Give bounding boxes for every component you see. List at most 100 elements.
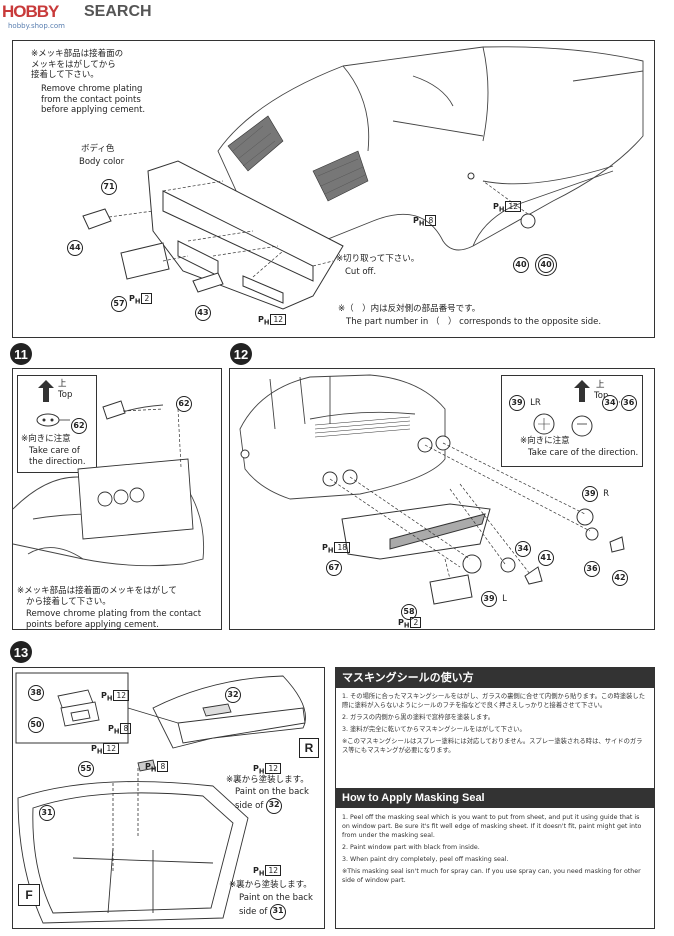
instruction-item: 2. Paint window part with black from ins…	[342, 844, 480, 851]
part-number: 58	[401, 603, 417, 620]
part-number: 31	[39, 804, 55, 821]
part-57-label: 57	[111, 291, 127, 312]
part-31-label: 31	[39, 800, 55, 821]
side-label: R	[603, 489, 609, 499]
masking-instructions-jp: 1. その場所に合ったマスキングシールをはがし、ガラスの裏側に合せて内側から貼り…	[342, 692, 648, 758]
direction-note-jp: ※向きに注意	[21, 434, 71, 444]
part-34-36-label: 34·36	[602, 390, 637, 411]
part-number: 36	[584, 560, 600, 577]
chrome-note-jp: ※メッキ部品は接着面のメッキをはがして から接着して下さい。	[17, 586, 177, 607]
top-jp: 上	[596, 380, 605, 390]
chrome-note-jp: ※メッキ部品は接着面の メッキをはがしてから 接着して下さい。	[31, 49, 123, 81]
ph-number: 12	[270, 314, 286, 325]
part-number: 57	[111, 295, 127, 312]
ph-number: 8	[120, 723, 132, 734]
part-62-label: 62	[176, 391, 192, 412]
front-bumper-drawing	[82, 46, 644, 310]
part-number: 71	[101, 178, 117, 195]
masking-title-en: How to Apply Masking Seal	[336, 788, 654, 808]
step-13-number: 13	[10, 641, 32, 663]
front-side-marker: F	[18, 884, 40, 906]
step-11-number: 11	[10, 343, 32, 365]
part-number: 62	[71, 417, 87, 434]
ph-number: 12	[113, 690, 129, 701]
part-40-label: 40 40	[513, 252, 555, 273]
part-58-label: 58	[401, 599, 417, 620]
instruction-item: ※This masking seal isn't much for spray …	[342, 868, 641, 884]
part-number: 34	[602, 394, 618, 411]
ph-number: 12	[265, 865, 281, 876]
part-number: 39	[509, 394, 525, 411]
masking-seal-panel: マスキングシールの使い方 1. その場所に合ったマスキングシールをはがし、ガラス…	[335, 667, 655, 929]
rear-side-marker: R	[299, 738, 319, 758]
chrome-note-jp-line: 接着して下さい。	[31, 70, 99, 80]
part-39-lr-label: 39 LR	[509, 390, 541, 411]
chrome-note-en-line: from the contact points	[41, 94, 141, 105]
line: points before applying cement.	[26, 619, 159, 630]
part-50-label: 50	[28, 712, 44, 733]
part-34-label: 34	[515, 536, 531, 557]
instruction-item: 1. その場所に合ったマスキングシールをはがし、ガラスの裏側に合せて内側から貼り…	[342, 693, 646, 709]
part-44-label: 44	[67, 235, 83, 256]
part-39-l-label: 39 L	[481, 586, 507, 607]
part-number: 39	[481, 590, 497, 607]
instruction-item: 1. Peel off the masking seal which is yo…	[342, 814, 642, 839]
cut-off-note-en: Cut off.	[345, 267, 377, 277]
part-number: 40	[513, 256, 529, 273]
line: the direction.	[29, 456, 86, 467]
site-logo: HOBBY SEARCH hobby.shop.com	[0, 0, 160, 30]
rear-end-drawing	[239, 374, 625, 605]
part-41-label: 41	[538, 545, 554, 566]
line: Paint on the back	[235, 787, 309, 797]
opposite-note-en: The part number in （ ） corresponds to th…	[346, 317, 602, 327]
body-color-jp: ボディ色	[81, 144, 115, 154]
line: から接着して下さい。	[26, 596, 111, 607]
top-en: Top	[594, 391, 609, 401]
part-number: 43	[195, 304, 211, 321]
back-paint-f-jp: ※裏から塗装します。	[229, 880, 312, 890]
instruction-item: 3. When paint dry completely, peel off m…	[342, 856, 509, 863]
ph-number: 12	[103, 743, 119, 754]
chrome-note-jp-line: ※メッキ部品は接着面の	[31, 49, 124, 59]
part-67-label: 67	[326, 555, 342, 576]
part-number: 34	[515, 540, 531, 557]
back-paint-r-jp: ※裏から塗装します。	[226, 775, 309, 785]
ph-number: 2	[410, 617, 422, 628]
masking-title-jp: マスキングシールの使い方	[336, 668, 654, 688]
window-drawing	[15, 672, 306, 924]
logo-label: SEARCH	[84, 3, 152, 20]
step-12-number: 12	[230, 343, 252, 365]
top-jp: 上	[58, 379, 67, 389]
chrome-note-en-line: before applying cement.	[41, 105, 146, 115]
part-number: 38	[28, 684, 44, 701]
chrome-note-en: Remove chrome plating from the contact p…	[41, 84, 145, 116]
part-number: 39	[582, 485, 598, 502]
up-arrow-icon	[574, 380, 590, 402]
ph-number: 12	[505, 201, 521, 212]
side-label: LR	[530, 398, 541, 408]
logo-watermark: hobby.shop.com	[8, 22, 65, 30]
ph-number: 18	[334, 542, 350, 553]
instruction-item: 2. ガラスの内側から黒の塗料で窓枠部を塗装します。	[342, 714, 495, 721]
part-number: 41	[538, 549, 554, 566]
masking-instructions-en: 1. Peel off the masking seal which is yo…	[342, 813, 648, 888]
lens-direction-diagram	[533, 380, 593, 437]
ph-number: 8	[157, 761, 169, 772]
part-number: 42	[612, 569, 628, 586]
opposite-note-jp: ※（ ）内は反対側の部品番号です。	[338, 304, 481, 314]
back-paint-r-en: Paint on the back side of 32	[235, 787, 309, 814]
logo-prefix: HOBBY	[2, 2, 59, 21]
